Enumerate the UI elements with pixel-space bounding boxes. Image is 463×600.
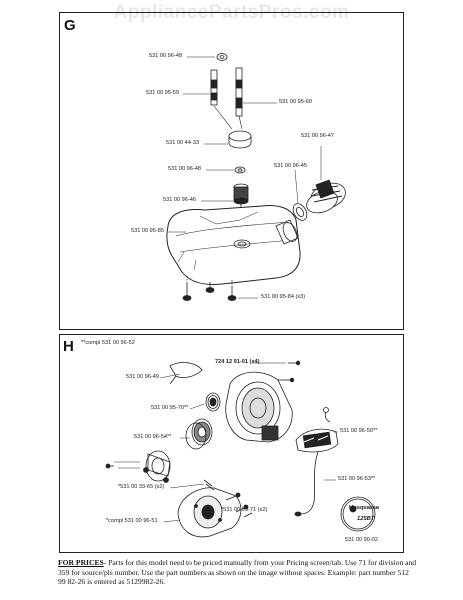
logo-model: 125BT	[357, 516, 375, 522]
section-h-frame	[59, 334, 404, 553]
part-rope-guide	[169, 362, 203, 385]
part-fuel-cap	[306, 179, 346, 214]
part-pawl	[143, 450, 171, 483]
part-fuel-tank	[166, 205, 301, 285]
label-531-00-95-60: 531 00 95-60	[279, 99, 312, 105]
part-washer-top	[216, 53, 228, 61]
section-g-frame	[59, 12, 404, 330]
label-531-00-96-45: 531 00 96-45	[274, 163, 307, 169]
label-compl-531-00-96-51: *compl 531 00 96-51	[106, 518, 158, 524]
section-g-letter: G	[64, 17, 76, 34]
pricing-note-text: - Parts for this model need to be priced…	[58, 558, 417, 587]
label-531-00-96-46: 531 00 96-46	[163, 197, 196, 203]
part-cap-gasket	[292, 203, 308, 221]
label-531-00-96-49: 531 00 96-49	[126, 374, 159, 380]
part-starter-housing	[225, 371, 293, 443]
part-screws	[182, 276, 237, 301]
pricing-note: FOR PRICES- Parts for this model need to…	[58, 558, 418, 587]
logo-brand: Husqvarna	[349, 505, 379, 511]
label-531-00-96-48-mid: 531 00 96-48	[168, 166, 201, 172]
label-531-00-33-65: *531 00 33-65 (x2)	[118, 484, 165, 490]
part-starter-screws	[278, 360, 301, 383]
label-531-00-95-85: 531 00 95-85	[131, 228, 164, 234]
pricing-note-title: FOR PRICES	[58, 558, 104, 567]
label-531-00-95-84: 531 00 95-84 (x3)	[261, 294, 306, 300]
label-531-00-96-47: 531 00 96-47	[301, 133, 334, 139]
part-recoil-spring	[205, 392, 221, 412]
label-531-00-90-02: 531 00 90-02	[345, 537, 378, 543]
part-flywheel-housing	[177, 487, 242, 538]
label-531-00-95-70: 531 00 95-70**	[151, 405, 189, 411]
part-rod-right	[235, 67, 243, 117]
part-starter-handle	[294, 407, 339, 517]
label-724-12-91-01: 724 12 91-01 (x4)	[215, 359, 260, 365]
part-grommet	[228, 130, 252, 149]
label-531-00-96-54: 531 00 96-54**	[134, 434, 172, 440]
label-531-00-95-71: *531 00 95-71 (x2)	[221, 507, 268, 513]
label-531-00-96-48-top: 531 00 96-48	[149, 53, 182, 59]
label-compl-531-00-96-52: **compl 531 00 96-52	[81, 340, 135, 346]
part-rod-left	[210, 69, 218, 106]
section-h-letter: H	[63, 338, 74, 355]
label-531-00-44-33: 531 00 44-33	[166, 140, 199, 146]
part-pulley	[185, 418, 213, 450]
husqvarna-logo	[340, 496, 376, 532]
label-531-00-96-50: 531 00 96-50**	[340, 428, 378, 434]
label-531-00-95-59: 531 00 95-59	[146, 90, 179, 96]
label-531-00-96-53: 531 00 96-53**	[338, 476, 376, 482]
